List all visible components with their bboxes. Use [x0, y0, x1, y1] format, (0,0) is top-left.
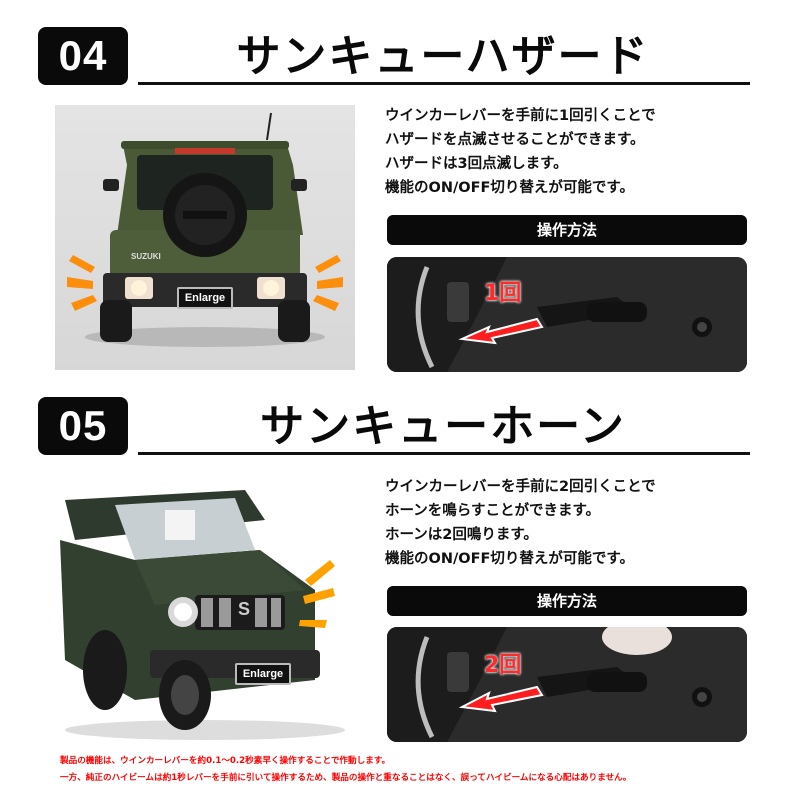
operation-method-label: 操作方法: [387, 215, 747, 245]
footnote-line: 一方、純正のハイビームは約1秒レバーを手前に引いて操作するため、製品の操作と重な…: [60, 773, 632, 783]
enlarge-badge[interactable]: Enlarge: [235, 663, 291, 685]
title-underline: [138, 82, 750, 85]
section-04: 04 サンキューハザード: [0, 0, 800, 385]
description-line: ホーンを鳴らすことができます。: [385, 503, 601, 519]
footnotes: 製品の機能は、ウインカーレバーを約0.1～0.2秒素早く操作することで作動します…: [60, 753, 780, 787]
jimny-front-illustration: [60, 490, 345, 740]
suzuki-emblem: S: [238, 599, 251, 619]
description-line: ホーンは2回鳴ります。: [385, 527, 538, 543]
steering-lever-illustration: [387, 257, 747, 372]
section-number-badge: 04: [38, 27, 128, 85]
description-text: ウインカーレバーを手前に2回引くことで ホーンを鳴らすことができます。 ホーンは…: [385, 475, 755, 571]
suzuki-emblem: SUZUKI: [131, 252, 161, 261]
pull-count-label: 2回: [484, 653, 522, 678]
lever-operation-photo: 1回: [387, 257, 747, 372]
description-line: ウインカーレバーを手前に1回引くことで: [385, 108, 656, 124]
section-title: サンキューハザード: [236, 31, 650, 82]
description-line: 機能のON/OFF切り替えが可能です。: [385, 551, 634, 567]
lever-operation-photo: 2回: [387, 627, 747, 742]
description-line: ウインカーレバーを手前に2回引くことで: [385, 479, 656, 495]
pull-count-label: 1回: [484, 281, 522, 306]
title-underline: [138, 452, 750, 455]
section-number-badge: 05: [38, 397, 128, 455]
description-line: ハザードを点滅させることができます。: [385, 132, 645, 148]
section-05: 05 サンキューホーン: [0, 385, 800, 745]
footnote-line: 製品の機能は、ウインカーレバーを約0.1～0.2秒素早く操作することで作動します…: [60, 756, 391, 766]
section-title: サンキューホーン: [260, 401, 626, 452]
steering-lever-illustration: [387, 627, 747, 742]
front-car-photo: S Enlarge: [55, 480, 355, 745]
description-line: ハザードは3回点滅します。: [385, 156, 568, 172]
operation-method-label: 操作方法: [387, 586, 747, 616]
enlarge-badge[interactable]: Enlarge: [177, 287, 233, 309]
description-text: ウインカーレバーを手前に1回引くことで ハザードを点滅させることができます。 ハ…: [385, 104, 755, 200]
jimny-rear-illustration: [67, 112, 343, 347]
rear-car-photo: SUZUKI Enlarge: [55, 105, 355, 370]
description-line: 機能のON/OFF切り替えが可能です。: [385, 180, 634, 196]
